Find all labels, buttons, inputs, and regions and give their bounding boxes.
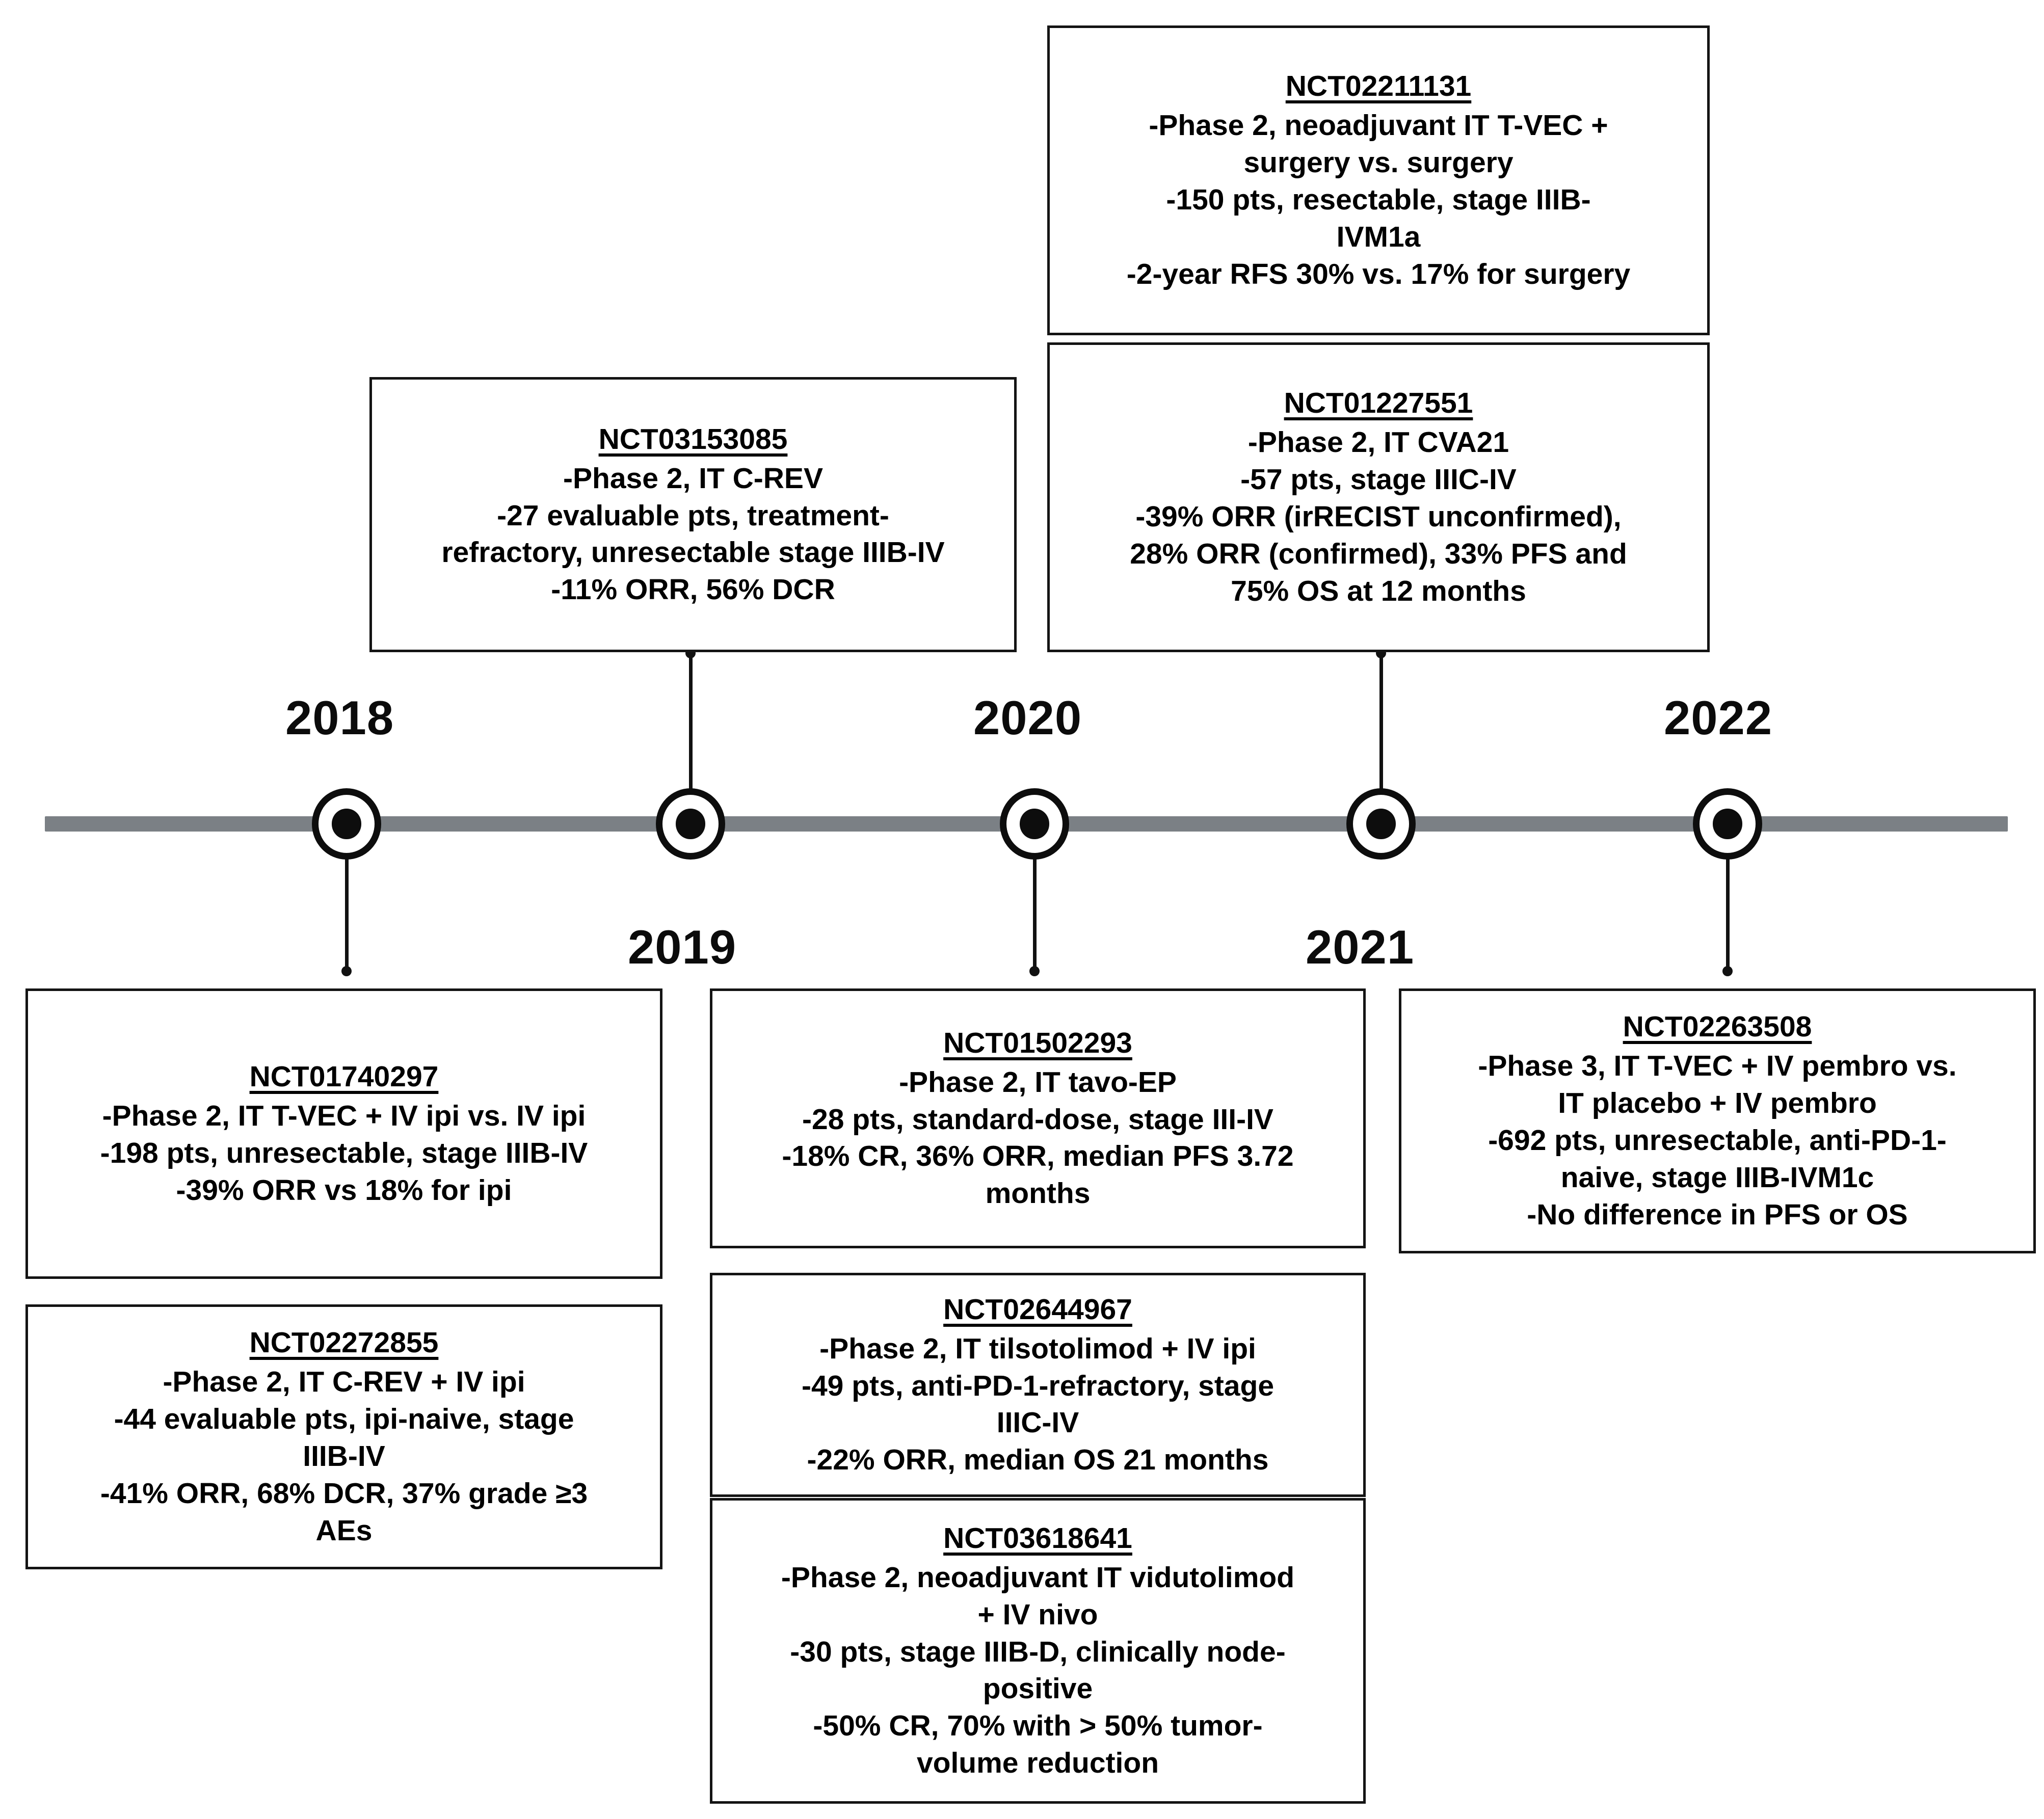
study-detail-line: IVM1a <box>1336 220 1421 253</box>
study-detail-line: -Phase 2, IT tavo-EP <box>899 1065 1177 1099</box>
study-box-nct02644967[interactable]: NCT02644967 -Phase 2, IT tilsotolimod + … <box>710 1273 1366 1497</box>
study-detail-line: volume reduction <box>916 1747 1159 1780</box>
study-detail-line: IT placebo + IV pembro <box>1558 1087 1877 1120</box>
timeline-node-core <box>1020 809 1049 839</box>
study-title: NCT03618641 <box>943 1521 1132 1555</box>
timeline-node-2022[interactable] <box>1693 788 1762 860</box>
study-detail-lines: -Phase 2, neoadjuvant IT vidutolimod + I… <box>781 1559 1294 1782</box>
study-detail-line: 75% OS at 12 months <box>1231 574 1526 607</box>
study-detail-line: -11% ORR, 56% DCR <box>551 573 835 606</box>
study-detail-lines: -Phase 3, IT T-VEC + IV pembro vs. IT pl… <box>1478 1048 1956 1234</box>
study-box-nct01227551[interactable]: NCT01227551 -Phase 2, IT CVA21 -57 pts, … <box>1047 342 1710 652</box>
study-detail-lines: -Phase 2, IT C-REV -27 evaluable pts, tr… <box>441 460 944 609</box>
study-box-nct02211131[interactable]: NCT02211131 -Phase 2, neoadjuvant IT T-V… <box>1047 25 1710 335</box>
study-box-nct02263508[interactable]: NCT02263508 -Phase 3, IT T-VEC + IV pemb… <box>1399 988 2036 1253</box>
year-label-2021: 2021 <box>1306 920 1415 974</box>
study-detail-lines: -Phase 2, IT tavo-EP -28 pts, standard-d… <box>782 1064 1293 1213</box>
study-title: NCT01502293 <box>943 1026 1132 1059</box>
study-detail-line: -44 evaluable pts, ipi-naive, stage <box>114 1403 574 1436</box>
timeline-node-core <box>1713 809 1742 839</box>
connector-cap-down-node1 <box>341 966 352 976</box>
study-detail-line: -27 evaluable pts, treatment- <box>497 499 889 532</box>
timeline-node-2021[interactable] <box>1346 788 1416 860</box>
study-detail-line: -39% ORR vs 18% for ipi <box>176 1173 512 1207</box>
study-detail-line: refractory, unresectable stage IIIB-IV <box>441 536 945 569</box>
study-detail-line: naive, stage IIIB-IVM1c <box>1560 1161 1874 1194</box>
study-detail-line: -49 pts, anti-PD-1-refractory, stage <box>801 1369 1275 1402</box>
study-detail-line: -Phase 2, IT T-VEC + IV ipi vs. IV ipi <box>102 1100 586 1133</box>
study-title: NCT02263508 <box>1623 1010 1812 1044</box>
year-label-2018: 2018 <box>285 691 394 744</box>
study-detail-line: IIIC-IV <box>996 1406 1079 1439</box>
study-detail-line: IIIB-IV <box>303 1440 385 1473</box>
study-detail-line: surgery vs. surgery <box>1243 146 1514 179</box>
study-detail-line: -198 pts, unresectable, stage IIIB-IV <box>100 1137 588 1169</box>
study-title: NCT01740297 <box>249 1060 439 1093</box>
study-detail-line: -Phase 2, neoadjuvant IT T-VEC + <box>1149 109 1608 142</box>
study-detail-lines: -Phase 2, IT T-VEC + IV ipi vs. IV ipi -… <box>100 1098 588 1209</box>
connector-line-up-node4 <box>1379 652 1383 819</box>
study-box-nct03618641[interactable]: NCT03618641 -Phase 2, neoadjuvant IT vid… <box>710 1498 1366 1804</box>
connector-line-up-node2 <box>689 652 693 819</box>
year-label-2020: 2020 <box>973 691 1082 744</box>
study-title: NCT03153085 <box>598 422 788 456</box>
study-detail-line: -18% CR, 36% ORR, median PFS 3.72 <box>782 1140 1294 1173</box>
study-detail-line: -Phase 3, IT T-VEC + IV pembro vs. <box>1478 1050 1957 1083</box>
study-detail-line: positive <box>983 1672 1093 1705</box>
study-detail-line: -39% ORR (irRECIST unconfirmed), <box>1135 500 1622 533</box>
connector-line-down-node3 <box>1033 856 1037 972</box>
study-detail-line: 28% ORR (confirmed), 33% PFS and <box>1130 537 1627 570</box>
study-detail-line: -Phase 2, neoadjuvant IT vidutolimod <box>781 1561 1295 1594</box>
study-detail-lines: -Phase 2, IT CVA21 -57 pts, stage IIIC-I… <box>1130 424 1627 610</box>
study-detail-line: + IV nivo <box>977 1598 1098 1631</box>
study-title: NCT02272855 <box>249 1326 439 1359</box>
year-label-2022: 2022 <box>1664 691 1773 744</box>
study-detail-lines: -Phase 2, IT C-REV + IV ipi -44 evaluabl… <box>100 1363 588 1549</box>
study-detail-line: months <box>985 1177 1091 1210</box>
connector-line-down-node5 <box>1726 856 1730 972</box>
study-detail-line: -41% ORR, 68% DCR, 37% grade ≥3 <box>100 1477 588 1510</box>
study-box-nct03153085[interactable]: NCT03153085 -Phase 2, IT C-REV -27 evalu… <box>369 377 1017 652</box>
study-title: NCT01227551 <box>1284 387 1473 420</box>
study-detail-line: -150 pts, resectable, stage IIIB- <box>1166 183 1591 216</box>
study-detail-line: -No difference in PFS or OS <box>1527 1198 1908 1231</box>
connector-cap-down-node5 <box>1722 966 1733 976</box>
study-box-nct01502293[interactable]: NCT01502293 -Phase 2, IT tavo-EP -28 pts… <box>710 988 1366 1248</box>
study-detail-line: -Phase 2, IT CVA21 <box>1247 426 1509 459</box>
study-detail-lines: -Phase 2, IT tilsotolimod + IV ipi -49 p… <box>802 1330 1274 1479</box>
timeline-node-2018[interactable] <box>312 788 381 860</box>
study-detail-line: -Phase 2, IT C-REV + IV ipi <box>163 1366 525 1399</box>
study-detail-line: -50% CR, 70% with > 50% tumor- <box>813 1709 1263 1743</box>
connector-cap-down-node3 <box>1029 966 1040 976</box>
study-detail-line: -2-year RFS 30% vs. 17% for surgery <box>1126 257 1631 290</box>
study-detail-line: -Phase 2, IT C-REV <box>563 462 823 495</box>
study-detail-line: -57 pts, stage IIIC-IV <box>1240 463 1517 496</box>
study-detail-line: -22% ORR, median OS 21 months <box>807 1443 1269 1477</box>
timeline-node-core <box>332 809 361 839</box>
study-box-nct01740297[interactable]: NCT01740297 -Phase 2, IT T-VEC + IV ipi … <box>25 988 662 1279</box>
study-detail-line: -30 pts, stage IIIB-D, clinically node- <box>790 1635 1286 1668</box>
connector-line-down-node1 <box>345 856 349 972</box>
study-title: NCT02211131 <box>1285 70 1472 103</box>
study-detail-line: AEs <box>315 1514 373 1547</box>
study-box-nct02272855[interactable]: NCT02272855 -Phase 2, IT C-REV + IV ipi … <box>25 1304 662 1569</box>
study-title: NCT02644967 <box>943 1293 1132 1326</box>
timeline-node-core <box>676 809 705 839</box>
year-label-2019: 2019 <box>628 920 737 974</box>
study-detail-line: -Phase 2, IT tilsotolimod + IV ipi <box>819 1332 1256 1365</box>
study-detail-lines: -Phase 2, neoadjuvant IT T-VEC + surgery… <box>1127 107 1630 293</box>
study-detail-line: -28 pts, standard-dose, stage III-IV <box>802 1103 1273 1136</box>
timeline-node-core <box>1366 809 1396 839</box>
timeline-node-2019[interactable] <box>656 788 725 860</box>
study-detail-line: -692 pts, unresectable, anti-PD-1- <box>1488 1124 1947 1157</box>
timeline-node-2020[interactable] <box>1000 788 1069 860</box>
